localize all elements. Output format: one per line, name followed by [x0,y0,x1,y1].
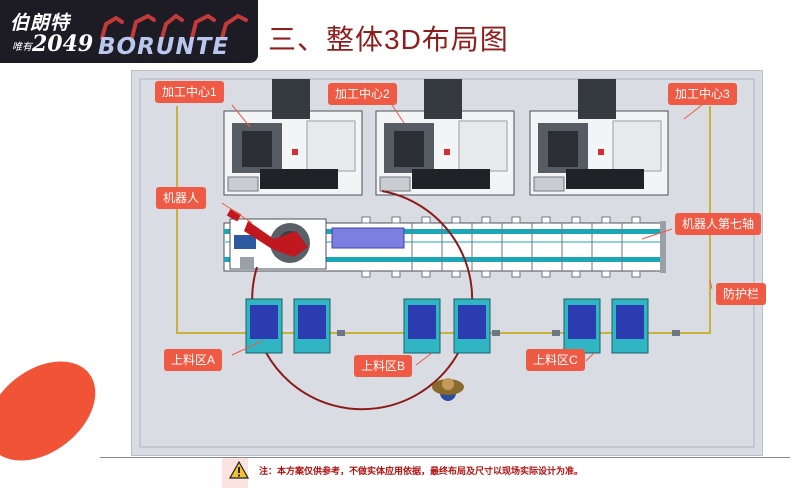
layout-diagram: 加工中心1 加工中心2 加工中心3 机器人 机器人第七轴 防护栏 上料区A 上料… [131,70,767,456]
cnc-machine-1 [223,79,363,196]
label-robot: 机器人 [156,187,207,209]
company-logo: 伯朗特 唯有 2049 BORUNTE [0,0,258,63]
warning-triangle-icon [229,461,249,479]
label-cnc-3: 加工中心3 [668,83,737,105]
logo-script-line2: 唯有 [12,42,32,53]
disclaimer-footer: 注：本方案仅供参考，不做实体应用依据，最终布局及尺寸以现场实际设计为准。 [229,460,583,480]
disclaimer-text: 注：本方案仅供参考，不做实体应用依据，最终布局及尺寸以现场实际设计为准。 [259,465,584,476]
label-feed-zone-b: 上料区B [354,355,413,377]
label-feed-zone-c: 上料区C [526,349,585,371]
label-feed-zone-a: 上料区A [164,349,223,371]
robot [226,208,327,270]
label-cnc-1: 加工中心1 [155,81,224,103]
feeder-station-a [245,298,331,354]
robot-arms-logo-icon [100,13,248,40]
label-cnc-2: 加工中心2 [328,83,397,105]
callout-leaders [221,104,713,366]
cnc-machine-3 [529,79,669,196]
logo-script: 伯朗特 唯有 2049 [8,8,94,58]
operator-figure-icon [432,378,464,401]
brand-mark: BORUNTE [96,6,254,62]
decorative-blob [0,341,115,481]
label-fence: 防护栏 [716,283,767,305]
label-seventh-axis: 机器人第七轴 [675,213,762,235]
logo-script-line3: 2049 [32,31,94,57]
page-title: 三、整体3D布局图 [268,24,509,55]
feeder-station-b [403,298,491,354]
layout-drawing [139,78,755,448]
footer-divider [100,457,790,458]
feeder-station-c [563,298,649,354]
brand-name: BORUNTE [98,34,230,60]
cnc-machine-2 [375,79,515,196]
logo-script-line1: 伯朗特 [10,12,71,34]
